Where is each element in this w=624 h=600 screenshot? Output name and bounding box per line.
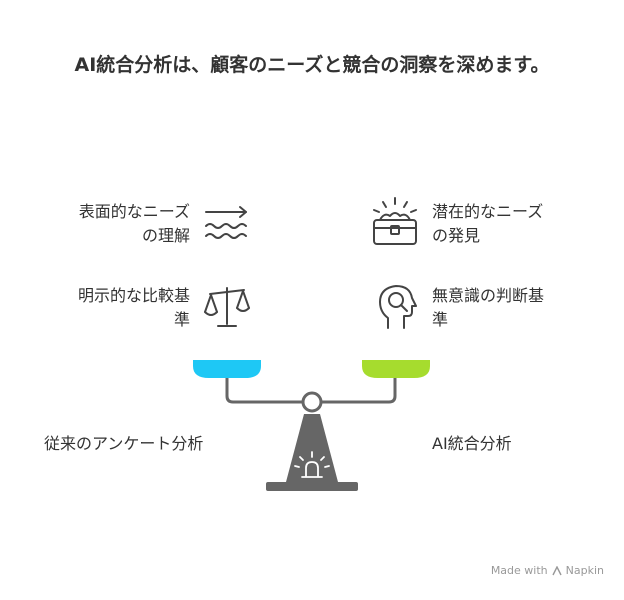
- right-item-1-label: 潜在的なニーズ の発見: [432, 200, 602, 248]
- base: [266, 482, 358, 491]
- alarm-light-icon: [294, 451, 330, 478]
- pivot: [301, 391, 323, 413]
- left-item-1-line-1: 表面的なニーズ: [78, 202, 190, 221]
- left-caption: 従来のアンケート分析: [44, 434, 204, 453]
- right-caption: AI統合分析: [432, 434, 512, 453]
- left-item-1-label: 表面的なニーズ の理解: [30, 200, 190, 248]
- footer-brand: Napkin: [565, 564, 604, 577]
- right-pan: [362, 360, 430, 378]
- treasure-chest-icon: [368, 196, 422, 248]
- pedestal: [286, 414, 338, 482]
- left-item-2-line-2: 準: [173, 310, 190, 329]
- right-item-1-line-2: の発見: [432, 226, 481, 245]
- left-item-2-label: 明示的な比較基 準: [30, 284, 190, 332]
- left-item-2-line-1: 明示的な比較基: [77, 286, 190, 305]
- left-item-1-line-2: の理解: [141, 226, 190, 245]
- balance-scale-icon: [202, 284, 252, 330]
- right-item-2-line-2: 準: [432, 310, 449, 329]
- balance-scale-diagram: [190, 356, 436, 496]
- right-item-2-label: 無意識の判断基 準: [432, 284, 602, 332]
- footer-attribution: Made with Napkin: [491, 564, 604, 577]
- footer-prefix: Made with: [490, 564, 548, 577]
- right-item-1-line-1: 潜在的なニーズ: [432, 202, 544, 221]
- head-mind-icon: [374, 282, 422, 332]
- page-title: AI統合分析は、顧客のニーズと競合の洞察を深めます。: [74, 54, 550, 76]
- right-item-2-line-1: 無意識の判断基: [432, 286, 545, 305]
- left-pan: [193, 360, 261, 378]
- napkin-logo-icon: [552, 565, 562, 576]
- waves-arrow-icon: [200, 204, 254, 244]
